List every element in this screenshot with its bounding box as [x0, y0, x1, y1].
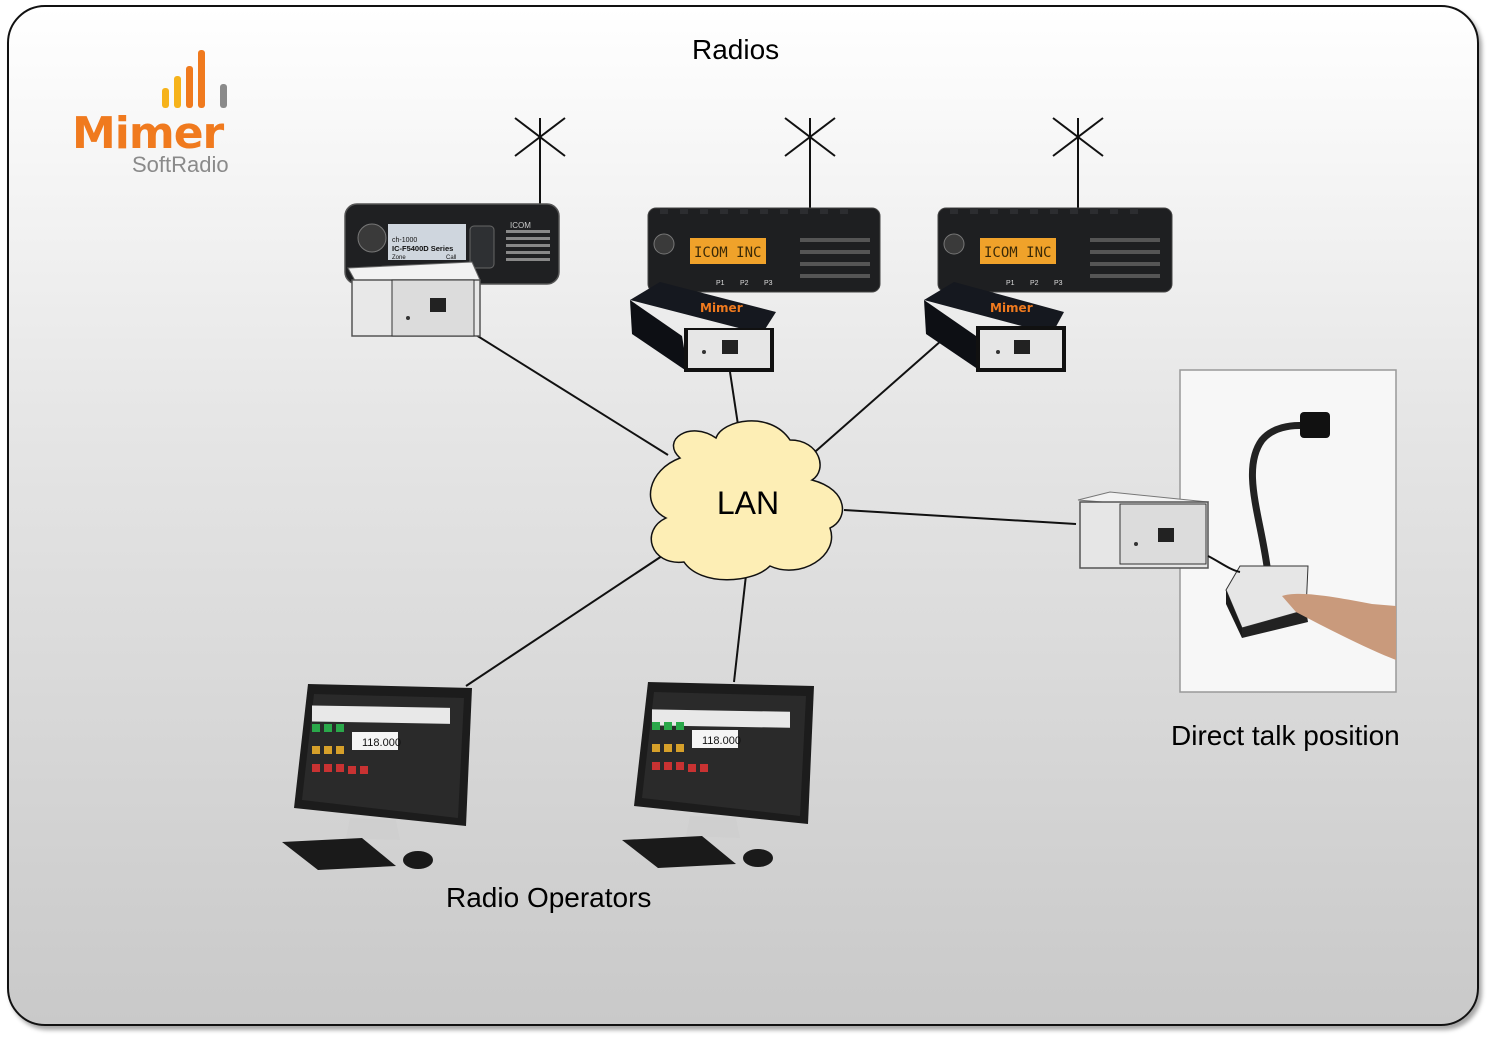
radios-title: Radios — [692, 34, 780, 65]
radio-1 — [344, 203, 560, 285]
lan-cloud — [649, 420, 844, 581]
radio-3 — [937, 207, 1173, 293]
direct-talk-photo — [1179, 369, 1397, 693]
connection-lines — [465, 329, 1077, 687]
antenna-icon — [514, 117, 566, 206]
antenna-icon — [1052, 117, 1104, 210]
link-operator-2 — [733, 574, 747, 683]
radio-2-display: ICOM INC — [694, 245, 761, 261]
radio-2-button-p1: P1 — [716, 280, 725, 287]
operator-workstation-1 — [282, 684, 472, 870]
radio-1-channel: ch-1000 — [392, 237, 417, 244]
radio-2-button-p2: P2 — [740, 280, 749, 287]
interface-box-1 — [347, 261, 481, 337]
radio-1-display: IC-F5400D Series — [392, 244, 453, 253]
antennas — [514, 117, 1104, 210]
antenna-icon — [784, 117, 836, 210]
operator-workstation-2 — [622, 682, 814, 868]
operator-1-frequency: 118.000 — [362, 737, 401, 749]
radio-3-button-p2: P2 — [1030, 280, 1039, 287]
radio-3-button-p1: P1 — [1006, 280, 1015, 287]
radio-3-button-p3: P3 — [1054, 280, 1063, 287]
svg-text:Mimer: Mimer — [700, 301, 743, 315]
signal-bars-icon — [162, 50, 227, 108]
operator-2-frequency: 118.000 — [702, 735, 741, 747]
logo-name: Mimer — [72, 108, 225, 159]
radio-3-display: ICOM INC — [984, 245, 1051, 261]
lan-label: LAN — [717, 485, 779, 521]
interface-box-direct — [1077, 491, 1241, 573]
mimer-logo — [162, 50, 227, 108]
radio-1-brand: ICOM — [510, 221, 531, 230]
radio-1-call: Call — [446, 255, 456, 261]
radio-2 — [647, 207, 881, 293]
link-radio-3 — [807, 339, 943, 459]
radio-2-button-p3: P3 — [764, 280, 773, 287]
interface-box-2: Mimer — [630, 282, 776, 372]
link-radio-1 — [467, 329, 669, 456]
direct-talk-label: Direct talk position — [1171, 720, 1400, 751]
link-direct-talk — [843, 509, 1077, 525]
radio-operators-label: Radio Operators — [446, 882, 652, 913]
radio-1-zone: Zone — [392, 255, 406, 261]
svg-text:Mimer: Mimer — [990, 301, 1033, 315]
link-operator-1 — [465, 547, 675, 687]
logo-subtitle: SoftRadio — [132, 152, 229, 177]
interface-box-3: Mimer — [924, 282, 1066, 372]
